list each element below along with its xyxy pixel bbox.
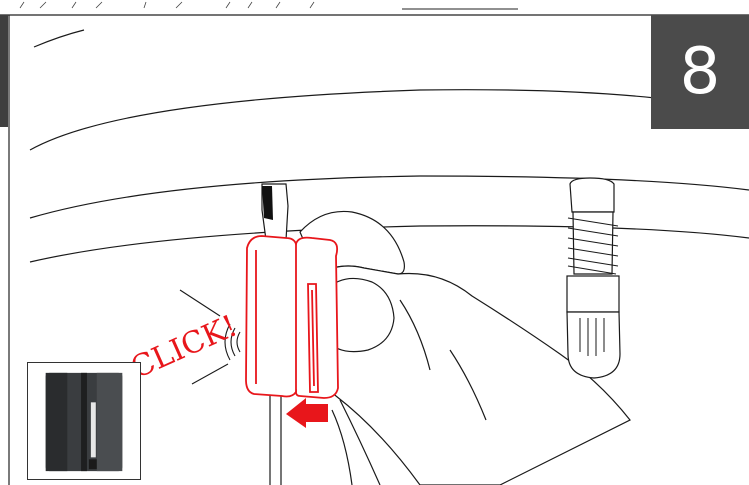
step-number-badge: 8 [651, 15, 749, 129]
left-side-bar [0, 15, 8, 127]
push-direction-arrow-icon [286, 398, 328, 428]
click-callout-text: CLICK! [126, 309, 243, 387]
wheel-rim-lines [30, 30, 749, 262]
inset-photo [27, 362, 141, 480]
top-strip-marks [20, 2, 314, 8]
valve-cap-drawing [567, 178, 620, 378]
red-clip-outline [246, 236, 338, 398]
clip-closeup-photo [28, 363, 140, 479]
